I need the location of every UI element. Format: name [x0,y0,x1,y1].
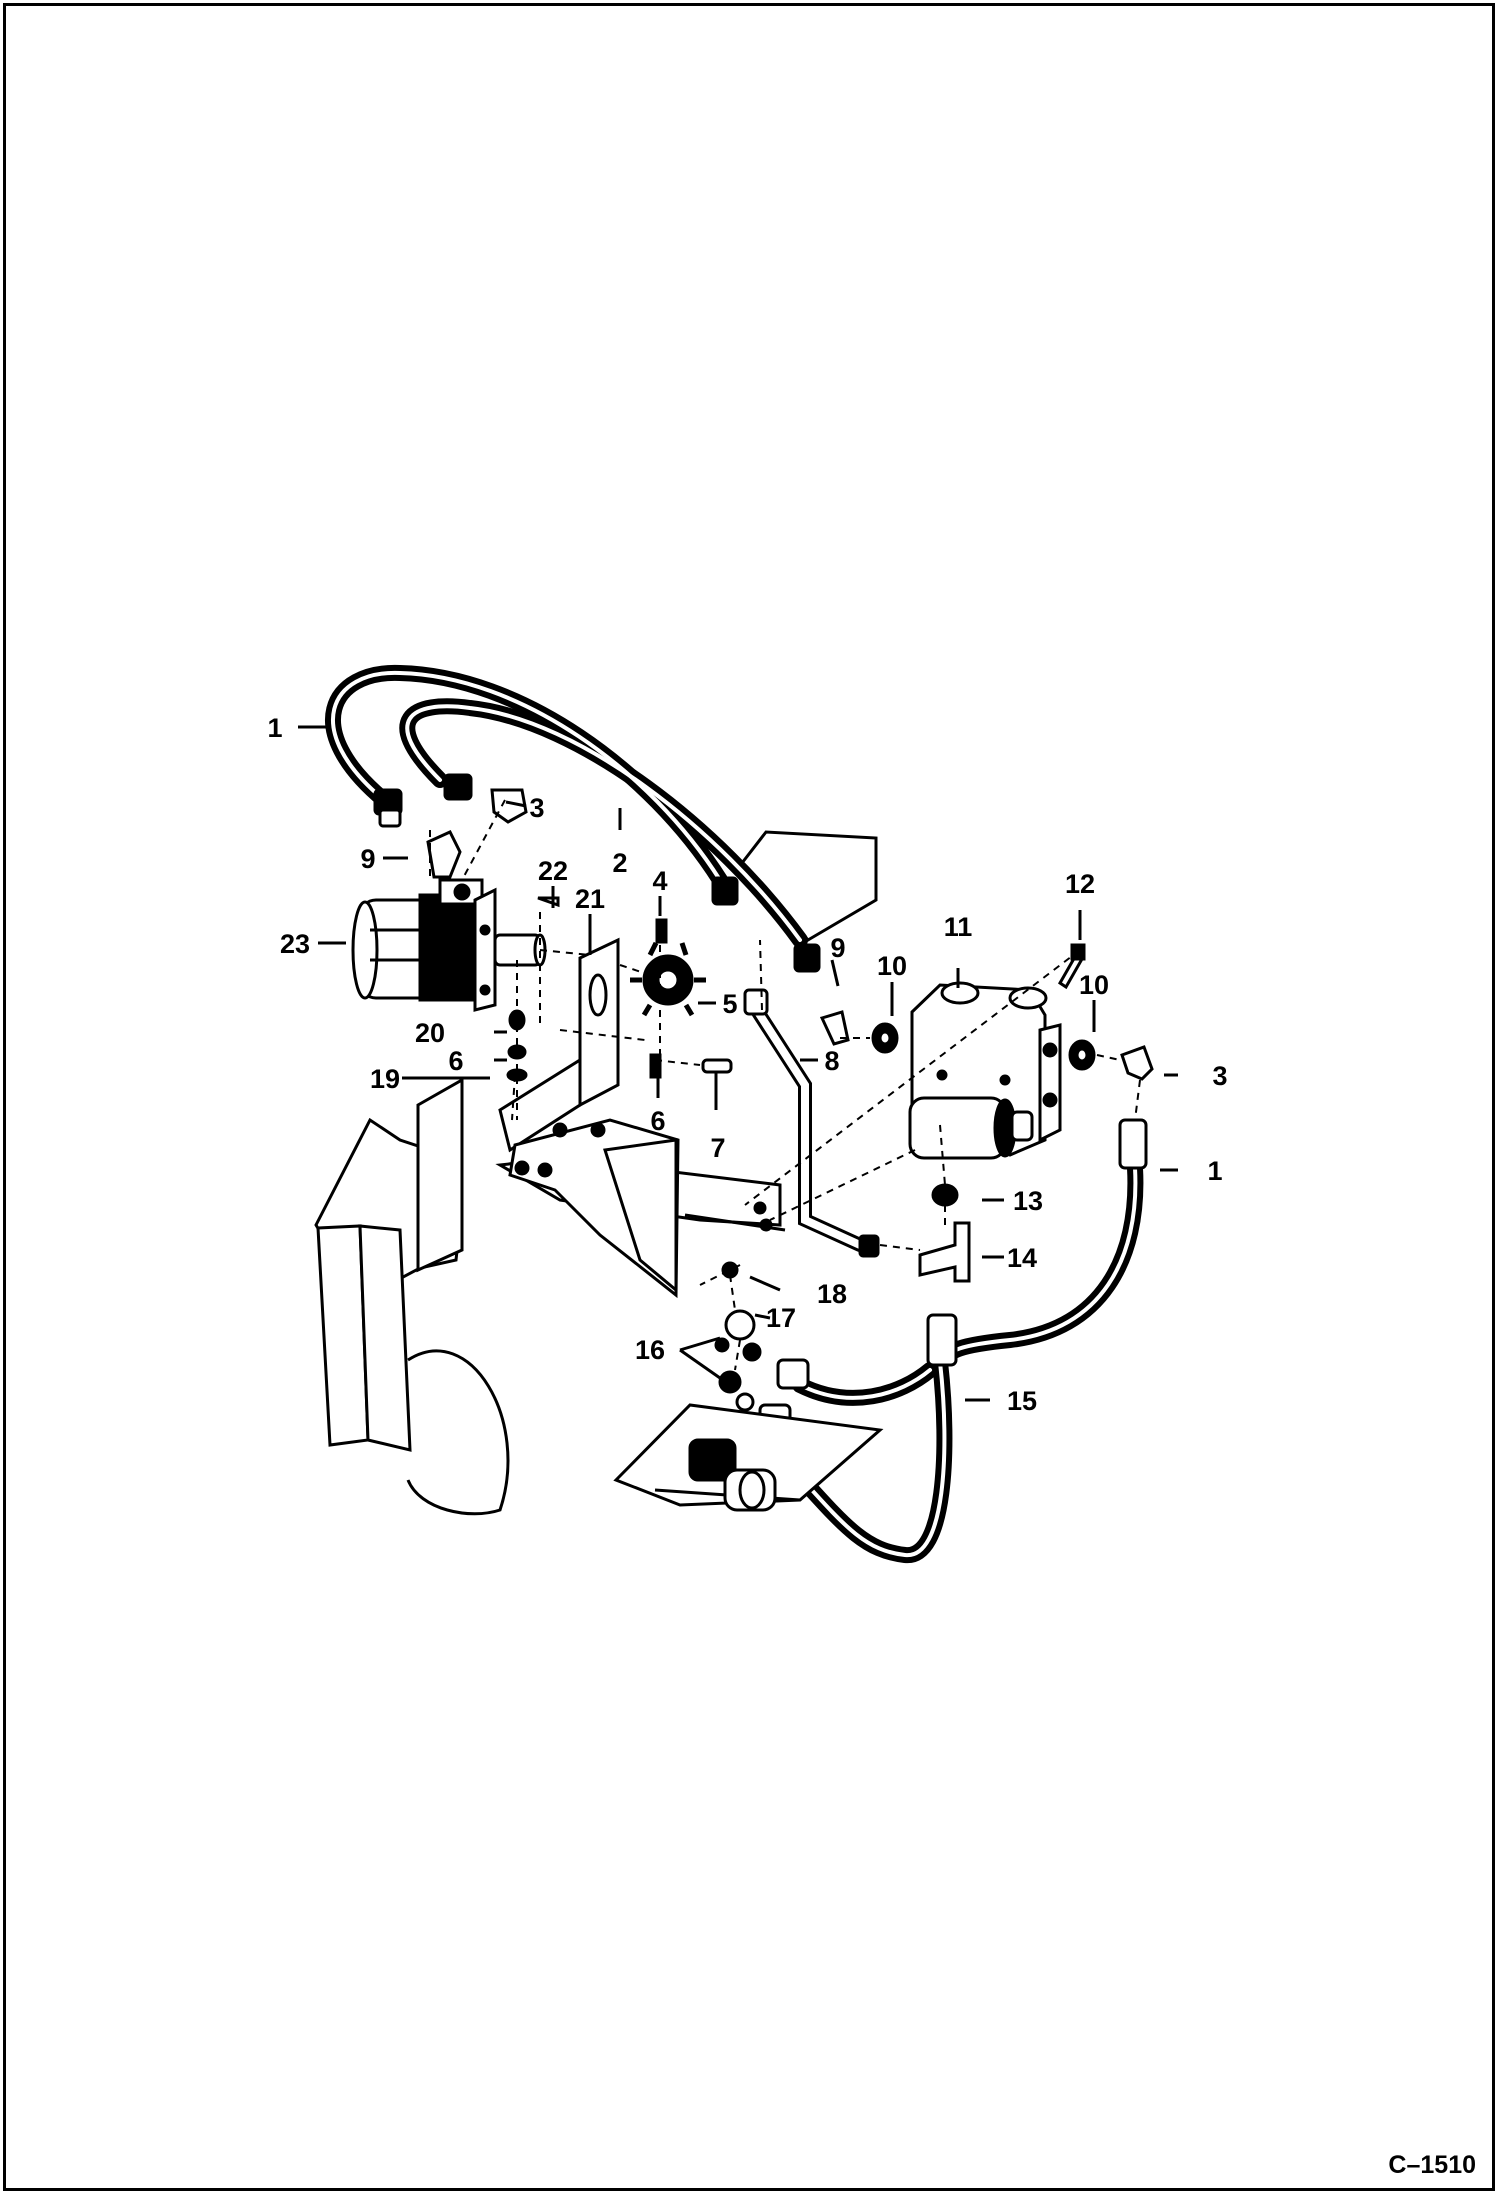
figure-frame [3,3,1495,2191]
valve-right-fittings [1058,943,1154,1081]
callout-6: 6 [448,1046,463,1076]
callout-3: 3 [529,793,544,823]
callout-10: 10 [877,951,907,981]
callout-9-right: 9 [830,933,845,963]
small-parts [506,896,733,1082]
control-valve [908,981,1062,1160]
hydraulic-motor [351,878,547,1012]
callout-22: 22 [538,856,568,886]
document-code: C–1510 [1388,2151,1476,2179]
callout-1: 1 [267,713,282,743]
callout-9: 9 [360,844,375,874]
lower-hoses [758,1118,1148,1564]
motor-fittings [373,773,528,879]
callout-16: 16 [635,1335,665,1365]
callout-20: 20 [415,1018,445,1048]
callout-19: 19 [370,1064,400,1094]
callout-4: 4 [652,866,667,896]
callout-12: 12 [1065,869,1095,899]
valve-left-fittings [711,876,899,1054]
callout-15: 15 [1007,1386,1037,1416]
callout-11: 11 [944,912,973,942]
motor-mount-bracket [498,937,773,1299]
callout-18: 18 [817,1279,847,1309]
callout-13: 13 [1013,1186,1043,1216]
callout-3-right: 3 [1212,1061,1227,1091]
callout-7: 7 [710,1133,725,1163]
upper-hoses [325,664,808,948]
lower-pump-assembly [613,1261,884,1512]
chassis-frame [314,830,878,1516]
tee-fitting [918,1183,971,1283]
callout-17: 17 [766,1303,796,1333]
alignment-lines [429,799,1141,1371]
callout-1-right: 1 [1207,1156,1222,1186]
callout-14: 14 [1007,1243,1037,1273]
callout-21: 21 [575,884,605,914]
callout-6-lower: 6 [650,1106,665,1136]
callout-labels: 1 2 3 9 22 21 4 23 5 20 6 19 6 7 8 9 10 … [267,713,1227,1416]
callout-2: 2 [612,848,627,878]
callout-5: 5 [722,989,737,1019]
leader-lines [298,725,1178,1402]
callout-23: 23 [280,929,310,959]
callout-10-right: 10 [1079,970,1109,1000]
callout-8: 8 [824,1046,839,1076]
